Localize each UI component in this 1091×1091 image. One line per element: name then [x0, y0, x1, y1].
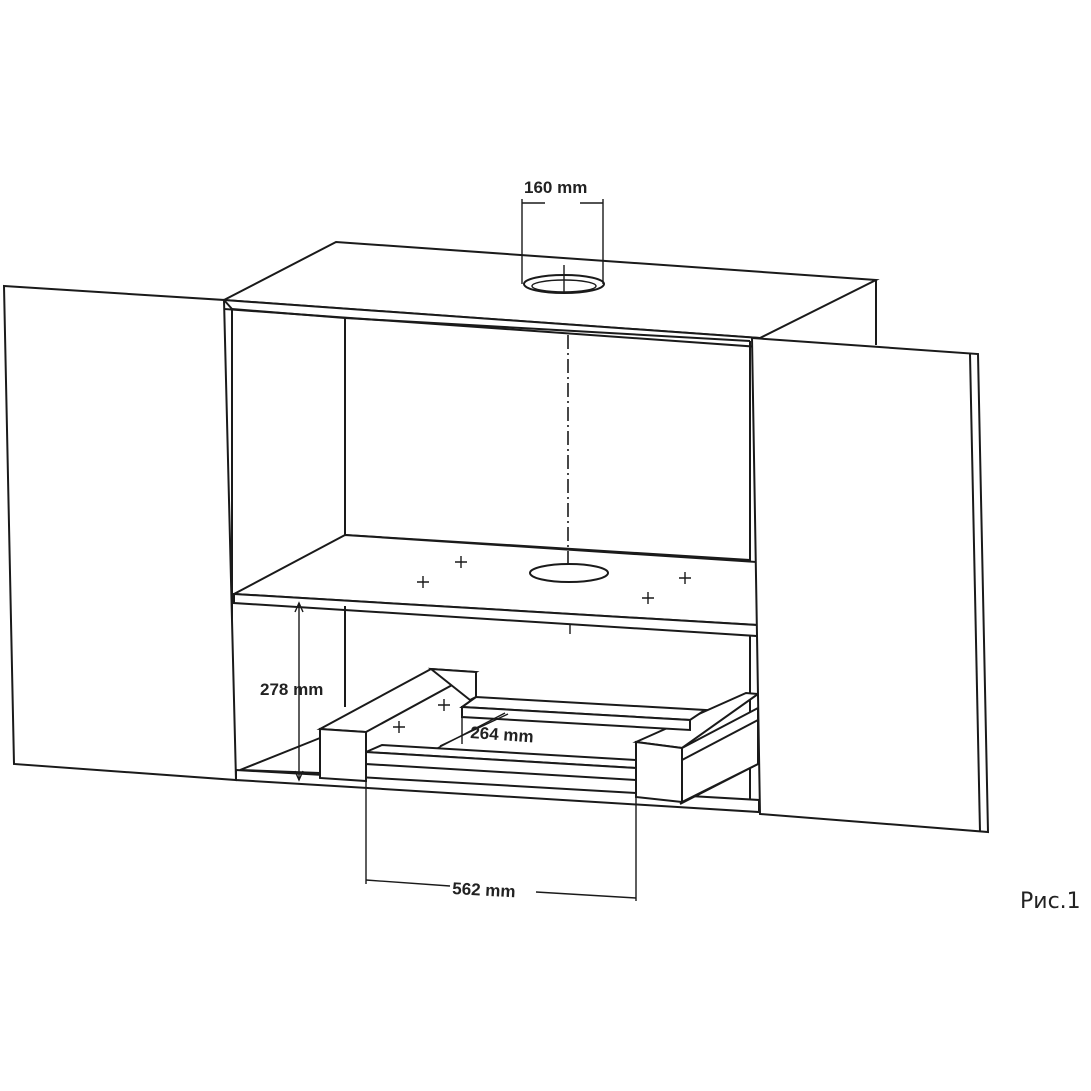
left-door — [2, 284, 238, 782]
duct-opening — [523, 265, 605, 294]
right-door — [750, 336, 990, 834]
dimension-label-width: 562 mm — [452, 879, 516, 901]
screw-marks — [417, 556, 691, 604]
mounting-shelf — [230, 533, 758, 638]
dimension-label-depth: 264 mm — [470, 723, 534, 746]
hood-frame — [316, 667, 761, 804]
figure-label: Рис.1 — [1020, 889, 1081, 914]
dimension-label-height: 278 mm — [260, 680, 323, 699]
dimension-depth: 264 mm — [439, 713, 534, 747]
dimension-label-duct: 160 mm — [524, 178, 587, 197]
dimension-duct-diameter: 160 mm — [521, 178, 604, 284]
shelf-duct-hole — [529, 563, 609, 583]
dimension-width: 562 mm — [365, 781, 637, 901]
dimension-height: 278 mm — [260, 601, 323, 782]
